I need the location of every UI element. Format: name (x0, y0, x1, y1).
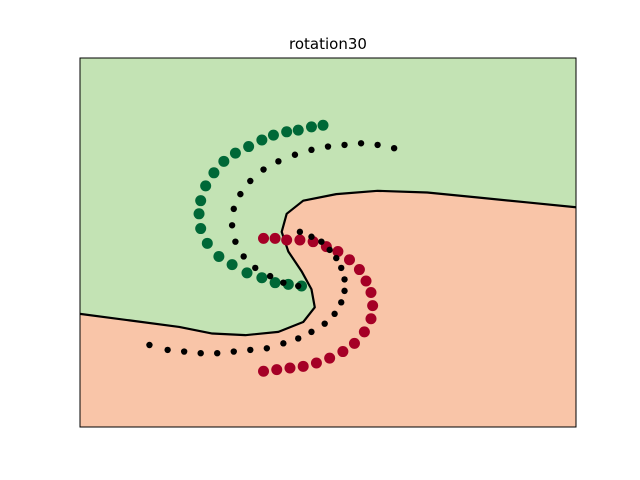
data-point-series-2-3 (341, 141, 348, 149)
data-point-series-1-19 (284, 362, 296, 374)
data-point-series-1-0 (258, 232, 270, 244)
data-point-series-2-40 (146, 341, 153, 349)
data-point-series-0-14 (201, 237, 213, 249)
data-point-series-2-19 (296, 228, 304, 236)
data-point-series-2-16 (266, 272, 274, 280)
plot-area (79, 57, 577, 428)
data-point-series-2-15 (252, 264, 259, 272)
data-point-series-2-34 (247, 346, 254, 354)
data-point-series-1-2 (281, 234, 293, 246)
data-point-series-1-14 (348, 337, 360, 349)
data-point-series-2-11 (230, 205, 237, 213)
data-point-series-1-21 (258, 365, 270, 377)
data-point-series-0-5 (256, 134, 268, 146)
data-point-series-0-1 (305, 121, 317, 133)
data-point-series-0-9 (208, 167, 220, 179)
data-point-series-1-6 (332, 246, 344, 258)
data-point-series-0-4 (267, 129, 279, 141)
data-point-series-2-13 (232, 238, 239, 245)
data-point-series-0-2 (292, 124, 304, 136)
data-point-series-0-15 (213, 250, 225, 262)
data-point-series-2-36 (214, 350, 221, 357)
data-point-series-1-3 (294, 234, 306, 246)
data-point-series-2-39 (164, 346, 171, 354)
data-point-series-1-20 (271, 364, 283, 376)
data-point-series-2-35 (230, 348, 237, 355)
data-point-series-2-32 (280, 340, 287, 347)
decision-boundary-line (80, 189, 576, 337)
data-point-series-0-11 (195, 195, 207, 207)
data-point-series-1-18 (297, 360, 309, 372)
data-point-series-1-9 (360, 275, 372, 287)
data-point-series-2-27 (338, 299, 345, 306)
data-point-series-0-8 (218, 155, 230, 167)
data-point-series-0-3 (281, 126, 293, 138)
data-point-series-2-38 (180, 348, 188, 355)
data-point-series-0-12 (193, 208, 205, 220)
data-point-series-1-13 (358, 326, 370, 338)
data-point-series-2-25 (341, 276, 348, 283)
data-point-series-0-13 (195, 223, 207, 235)
data-point-series-1-15 (337, 346, 349, 358)
axes-frame (79, 57, 577, 428)
data-point-series-2-9 (247, 177, 254, 185)
data-point-series-2-14 (240, 253, 247, 260)
data-point-series-2-0 (390, 145, 398, 152)
data-point-series-2-26 (341, 287, 348, 295)
data-point-series-2-22 (326, 246, 333, 254)
data-point-series-2-29 (321, 320, 328, 327)
data-point-series-1-11 (367, 300, 379, 312)
data-point-series-0-19 (269, 277, 281, 289)
data-point-series-2-24 (338, 264, 345, 272)
data-point-series-2-5 (308, 146, 315, 154)
data-point-series-2-28 (331, 310, 338, 318)
data-point-series-1-1 (269, 232, 281, 244)
data-point-series-2-30 (308, 328, 315, 336)
data-point-series-2-37 (197, 350, 204, 357)
data-point-series-0-10 (200, 180, 212, 192)
data-point-series-2-23 (333, 254, 340, 262)
data-point-series-0-6 (243, 141, 255, 153)
data-point-series-0-0 (317, 119, 329, 131)
data-point-series-0-16 (226, 259, 238, 271)
data-point-series-2-33 (263, 345, 271, 352)
data-point-series-2-18 (295, 282, 302, 290)
data-point-series-1-16 (324, 352, 336, 364)
data-point-series-2-12 (228, 222, 236, 229)
data-point-series-0-18 (256, 272, 268, 284)
data-point-series-0-7 (229, 147, 241, 159)
data-point-series-2-2 (357, 140, 365, 147)
data-point-series-1-10 (365, 287, 377, 299)
data-point-series-1-7 (343, 254, 355, 266)
data-point-series-2-1 (374, 141, 381, 149)
data-point-series-2-7 (275, 158, 282, 165)
data-point-series-1-17 (310, 357, 322, 369)
data-point-series-2-6 (291, 151, 299, 158)
data-point-series-1-8 (353, 264, 365, 276)
data-point-series-2-4 (324, 143, 332, 150)
data-point-series-2-21 (318, 238, 325, 245)
data-point-series-1-12 (365, 313, 377, 325)
data-point-series-2-20 (308, 233, 315, 240)
region-class-0 (80, 58, 576, 336)
data-point-series-0-17 (241, 267, 253, 279)
data-point-series-2-17 (280, 279, 287, 286)
data-point-series-2-10 (237, 190, 244, 198)
chart-title: rotation30 (289, 35, 367, 53)
data-point-series-2-8 (260, 166, 267, 173)
data-point-series-2-31 (295, 335, 302, 342)
